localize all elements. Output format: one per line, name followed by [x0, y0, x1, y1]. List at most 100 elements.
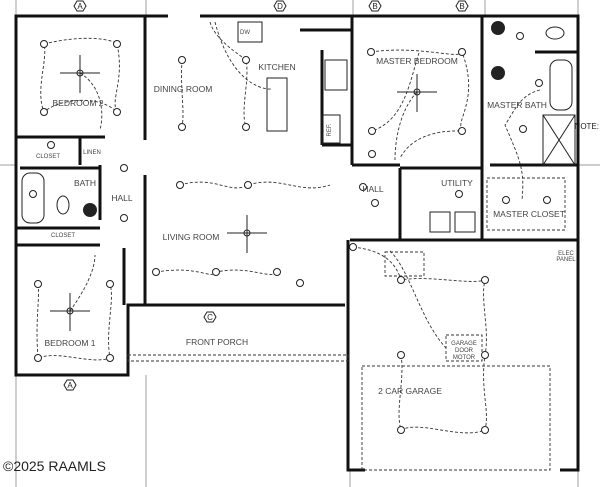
garage-door	[361, 365, 551, 471]
wiring	[36, 21, 541, 434]
room-label-bedroom1: BEDROOM 1	[44, 338, 95, 348]
light-fixture-icon	[481, 351, 489, 359]
light-fixture-icon	[543, 196, 551, 204]
svg-text:B: B	[372, 2, 377, 11]
light-fixture-icon	[244, 181, 252, 189]
light-fixture-icon	[40, 40, 48, 48]
light-fixture-icon	[106, 354, 114, 362]
light-fixture-icon	[106, 280, 114, 288]
light-fixture-icon	[397, 351, 405, 359]
kitchen-island	[266, 77, 288, 132]
light-fixture-icon	[176, 181, 184, 189]
room-label-bath: BATH	[74, 178, 96, 188]
ceiling-fan-icon	[60, 55, 100, 93]
room-label-closet: CLOSET	[36, 154, 60, 160]
sink-icon	[491, 21, 505, 35]
light-fixture-icon	[152, 268, 160, 276]
garage-door-motor-label: GARAGE	[451, 341, 477, 347]
light-fixture-icon	[113, 108, 121, 116]
light-fixture-icon	[34, 354, 42, 362]
dishwasher-label: DW	[240, 30, 250, 36]
light-fixture-icon	[458, 127, 466, 135]
svg-text:D: D	[277, 2, 283, 11]
light-fixture-icon	[242, 123, 250, 131]
refrigerator-label: REF.	[327, 123, 333, 136]
dryer	[454, 211, 476, 233]
garage-door-motor-label: DOOR	[455, 348, 474, 354]
light-fixture-icon	[47, 141, 55, 149]
room-label-master-bath: MASTER BATH	[487, 100, 547, 110]
watermark: ©2025 RAAMLS	[3, 458, 106, 474]
light-fixture-icon	[516, 32, 524, 40]
light-fixture-icon	[371, 199, 379, 207]
light-fixture-icon	[29, 190, 37, 198]
washer	[429, 211, 451, 233]
light-fixture-icon	[113, 40, 121, 48]
light-fixture-icon	[120, 214, 128, 222]
grid-marker-d: D	[273, 0, 287, 12]
porch-beam	[127, 354, 349, 362]
dishwasher	[237, 21, 263, 43]
light-fixture-icon	[34, 280, 42, 288]
light-fixture-icon	[481, 276, 489, 284]
note-label: NOTE:	[575, 122, 599, 131]
light-fixture-icon	[455, 190, 463, 198]
toilet-icon	[56, 195, 70, 215]
light-fixture-icon	[502, 196, 510, 204]
room-label-linen: LINEN	[83, 150, 101, 156]
light-fixture-icon	[40, 108, 48, 116]
elec-panel-label: ELEC	[558, 251, 574, 257]
light-fixture-icon	[359, 183, 367, 191]
shower	[542, 114, 576, 166]
walls	[14, 14, 580, 472]
light-fixture-icon	[212, 268, 220, 276]
room-label-hall: HALL	[111, 193, 133, 203]
grid-marker-b: B	[455, 0, 469, 12]
light-fixtures	[29, 32, 551, 434]
room-label-utility: UTILITY	[441, 178, 473, 188]
room-label-kitchen: KITCHEN	[258, 62, 295, 72]
room-label-front-porch: FRONT PORCH	[186, 337, 248, 347]
ceiling-fan-icon	[397, 74, 437, 112]
range	[324, 59, 348, 91]
room-label-bedroom2: BEDROOM 2	[52, 98, 103, 108]
light-fixture-icon	[397, 276, 405, 284]
ceiling-fan-icon	[50, 293, 90, 331]
light-fixture-icon	[519, 125, 527, 133]
light-fixture-icon	[120, 164, 128, 172]
grid-marker-b: B	[368, 0, 382, 12]
closet-shelf	[486, 177, 566, 231]
room-label-hall: HALL	[362, 184, 384, 194]
light-fixture-icon	[178, 123, 186, 131]
room-label-garage: 2 CAR GARAGE	[378, 386, 442, 396]
toilet-icon	[545, 26, 565, 40]
ceiling-fan-icon	[227, 215, 267, 253]
light-fixture-icon	[397, 426, 405, 434]
grid-marker-a: A	[73, 0, 87, 12]
bathtub	[21, 172, 45, 224]
light-fixture-icon	[178, 56, 186, 64]
svg-text:A: A	[67, 381, 73, 390]
elec-panel-label: PANEL	[556, 257, 576, 263]
refrigerator	[321, 114, 341, 144]
room-label-master-closet: MASTER CLOSET	[493, 209, 565, 219]
svg-text:A: A	[77, 2, 83, 11]
light-fixture-icon	[535, 79, 543, 87]
room-label-master-bedroom: MASTER BEDROOM	[376, 56, 458, 66]
light-fixture-icon	[458, 48, 466, 56]
light-fixture-icon	[273, 268, 281, 276]
grid-marker-c: C	[203, 311, 217, 323]
sink-icon	[83, 203, 97, 217]
light-fixture-icon	[349, 243, 357, 251]
light-fixture-icon	[242, 56, 250, 64]
attic-access	[384, 251, 425, 277]
svg-text:B: B	[459, 2, 464, 11]
garage-door-motor-label: MOTOR	[453, 355, 476, 361]
svg-text:C: C	[207, 313, 213, 322]
room-label-closet: CLOSET	[51, 233, 75, 239]
sink-icon	[491, 66, 505, 80]
room-label-dining: DINING ROOM	[154, 84, 213, 94]
light-fixture-icon	[367, 48, 375, 56]
room-label-living: LIVING ROOM	[163, 232, 220, 242]
